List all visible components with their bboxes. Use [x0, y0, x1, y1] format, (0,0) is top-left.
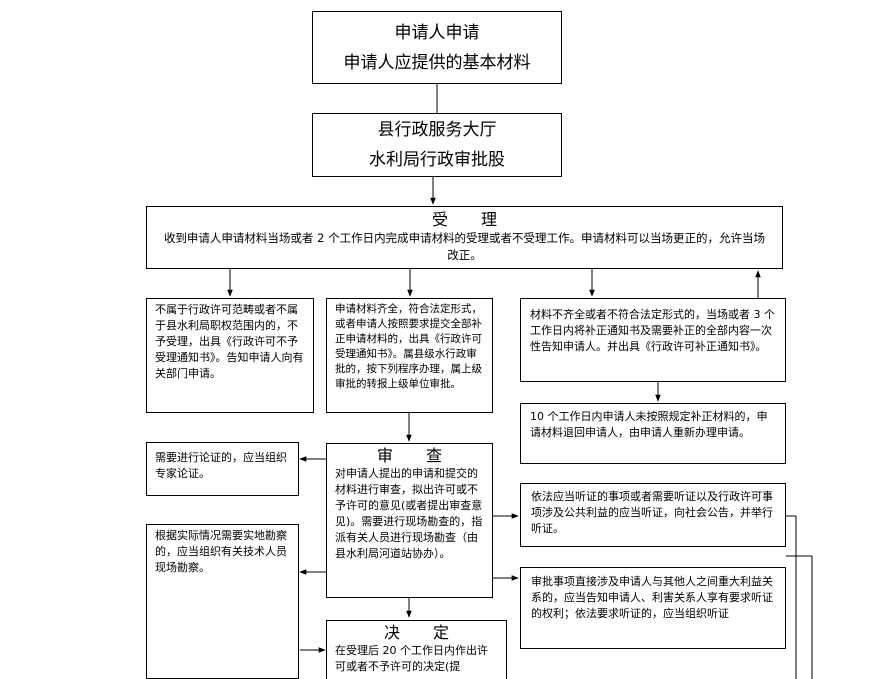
public-hearing-box: 依法应当听证的事项或者需要听证以及行政许可事项涉及公共利益的应当听证，向社会公告…: [520, 483, 786, 547]
review-box: 审 查 对申请人提出的申请和提交的材料进行审查，拟出许可或不予许可的意见(或者提…: [326, 443, 493, 598]
applicant-apply-box: 申请人申请 申请人应提供的基本材料: [312, 11, 562, 84]
acceptance-text: 收到申请人申请材料当场或者 2 个工作日内完成申请材料的受理或者不受理工作。申请…: [163, 231, 766, 262]
not-accepted-text: 不属于行政许可范畴或者不属于县水利局职权范围内的，不予受理，出具《行政许可不予受…: [155, 303, 304, 380]
interest-hearing-text: 审批事项直接涉及申请人与其他人之间重大利益关系的，应当告知申请人、利害关系人享有…: [531, 575, 773, 620]
materials-complete-text: 申请材料齐全，符合法定形式，或者申请人按照要求提交全部补正申请材料的，出具《行政…: [335, 303, 482, 390]
decision-box: 决 定 在受理后 20 个工作日内作出许可或者不予许可的决定(提: [326, 620, 507, 679]
overdue-return-box: 10 个工作日内申请人未按照规定补正材料的，申请材料退回申请人，由申请人重新办理…: [520, 403, 786, 464]
acceptance-title: 受 理: [431, 210, 512, 229]
public-hearing-text: 依法应当听证的事项或者需要听证以及行政许可事项涉及公共利益的应当听证，向社会公告…: [531, 490, 773, 535]
approval-section-subtitle: 水利局行政审批股: [369, 150, 505, 170]
expert-review-box: 需要进行论证的，应当组织专家论证。: [146, 442, 299, 496]
decision-text: 在受理后 20 个工作日内作出许可或者不予许可的决定(提: [335, 644, 488, 673]
service-hall-title: 县行政服务大厅: [377, 120, 497, 140]
not-accepted-box: 不属于行政许可范畴或者不属于县水利局职权范围内的，不予受理，出具《行政许可不予受…: [146, 298, 314, 413]
decision-title: 决 定: [383, 623, 464, 642]
acceptance-box: 受 理 收到申请人申请材料当场或者 2 个工作日内完成申请材料的受理或者不受理工…: [146, 206, 783, 269]
site-survey-box: 根据实际情况需要实地勘察的，应当组织有关技术人员现场勘察。: [146, 524, 299, 679]
service-hall-box: 县行政服务大厅 水利局行政审批股: [312, 113, 562, 177]
review-title: 审 查: [376, 446, 457, 465]
applicant-materials-subtitle: 申请人应提供的基本材料: [343, 52, 531, 73]
materials-complete-box: 申请材料齐全，符合法定形式，或者申请人按照要求提交全部补正申请材料的，出具《行政…: [326, 298, 493, 413]
site-survey-text: 根据实际情况需要实地勘察的，应当组织有关技术人员现场勘察。: [155, 529, 287, 574]
expert-review-text: 需要进行论证的，应当组织专家论证。: [155, 451, 287, 480]
review-text: 对申请人提出的申请和提交的材料进行审查，拟出许可或不予许可的意见(或者提出审查意…: [335, 467, 483, 560]
overdue-return-text: 10 个工作日内申请人未按照规定补正材料的，申请材料退回申请人，由申请人重新办理…: [530, 410, 768, 439]
interest-hearing-box: 审批事项直接涉及申请人与其他人之间重大利益关系的，应当告知申请人、利害关系人享有…: [520, 567, 786, 649]
materials-incomplete-box: 材料不齐全或者不符合法定形式的，当场或者 3 个工作日内将补正通知书及需要补正的…: [520, 298, 786, 382]
materials-incomplete-text: 材料不齐全或者不符合法定形式的，当场或者 3 个工作日内将补正通知书及需要补正的…: [530, 308, 775, 353]
applicant-apply-title: 申请人申请: [394, 22, 480, 43]
